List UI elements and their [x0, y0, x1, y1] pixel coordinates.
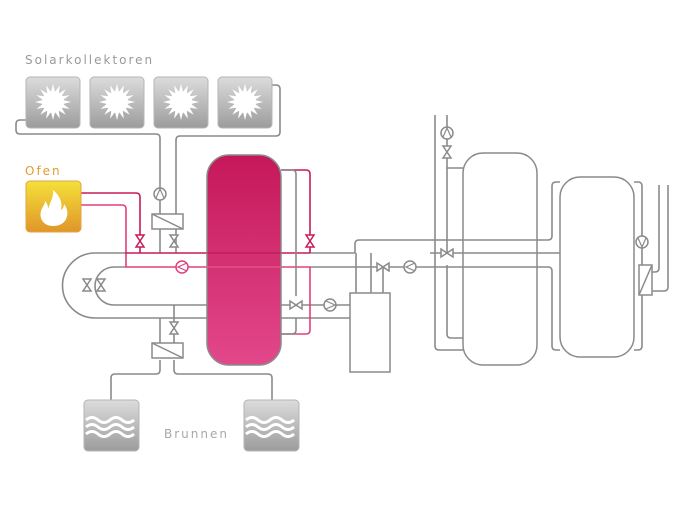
valve-icon: [135, 234, 145, 248]
sun-icon: [99, 84, 135, 120]
valve-icon: [169, 321, 179, 335]
buffer-storage-tank: [206, 154, 282, 366]
flame-icon: [40, 190, 68, 226]
storage-tank: [559, 176, 635, 358]
boiler: [349, 292, 391, 373]
pump-icon: [440, 126, 454, 140]
pump-icon: [153, 187, 167, 201]
solar-panel: [217, 76, 273, 129]
valve-icon: [442, 145, 452, 159]
heat-exchanger-icon: [638, 264, 653, 296]
sun-icon: [227, 84, 263, 120]
solar-collectors-label: Solarkollektoren: [25, 53, 154, 67]
oven-label: Ofen: [25, 164, 62, 178]
heat-exchanger-icon: [151, 342, 184, 359]
valve-icon: [305, 234, 315, 248]
well: [83, 399, 140, 452]
sun-icon: [35, 84, 71, 120]
sun-icon: [163, 84, 199, 120]
solar-panel: [89, 76, 145, 129]
heat-exchanger-icon: [151, 213, 184, 230]
pump-icon: [323, 298, 337, 312]
solar-panel: [153, 76, 209, 129]
pump-icon: [403, 260, 417, 274]
pump-icon: [175, 260, 189, 274]
pump-icon: [635, 235, 649, 249]
oven: [25, 180, 82, 233]
storage-tank: [462, 152, 538, 366]
valve-icon: [289, 300, 303, 310]
valve-icon: [82, 278, 92, 292]
solar-panel: [25, 76, 81, 129]
valve-icon: [96, 278, 106, 292]
well-label: Brunnen: [164, 427, 229, 441]
well: [243, 399, 300, 452]
